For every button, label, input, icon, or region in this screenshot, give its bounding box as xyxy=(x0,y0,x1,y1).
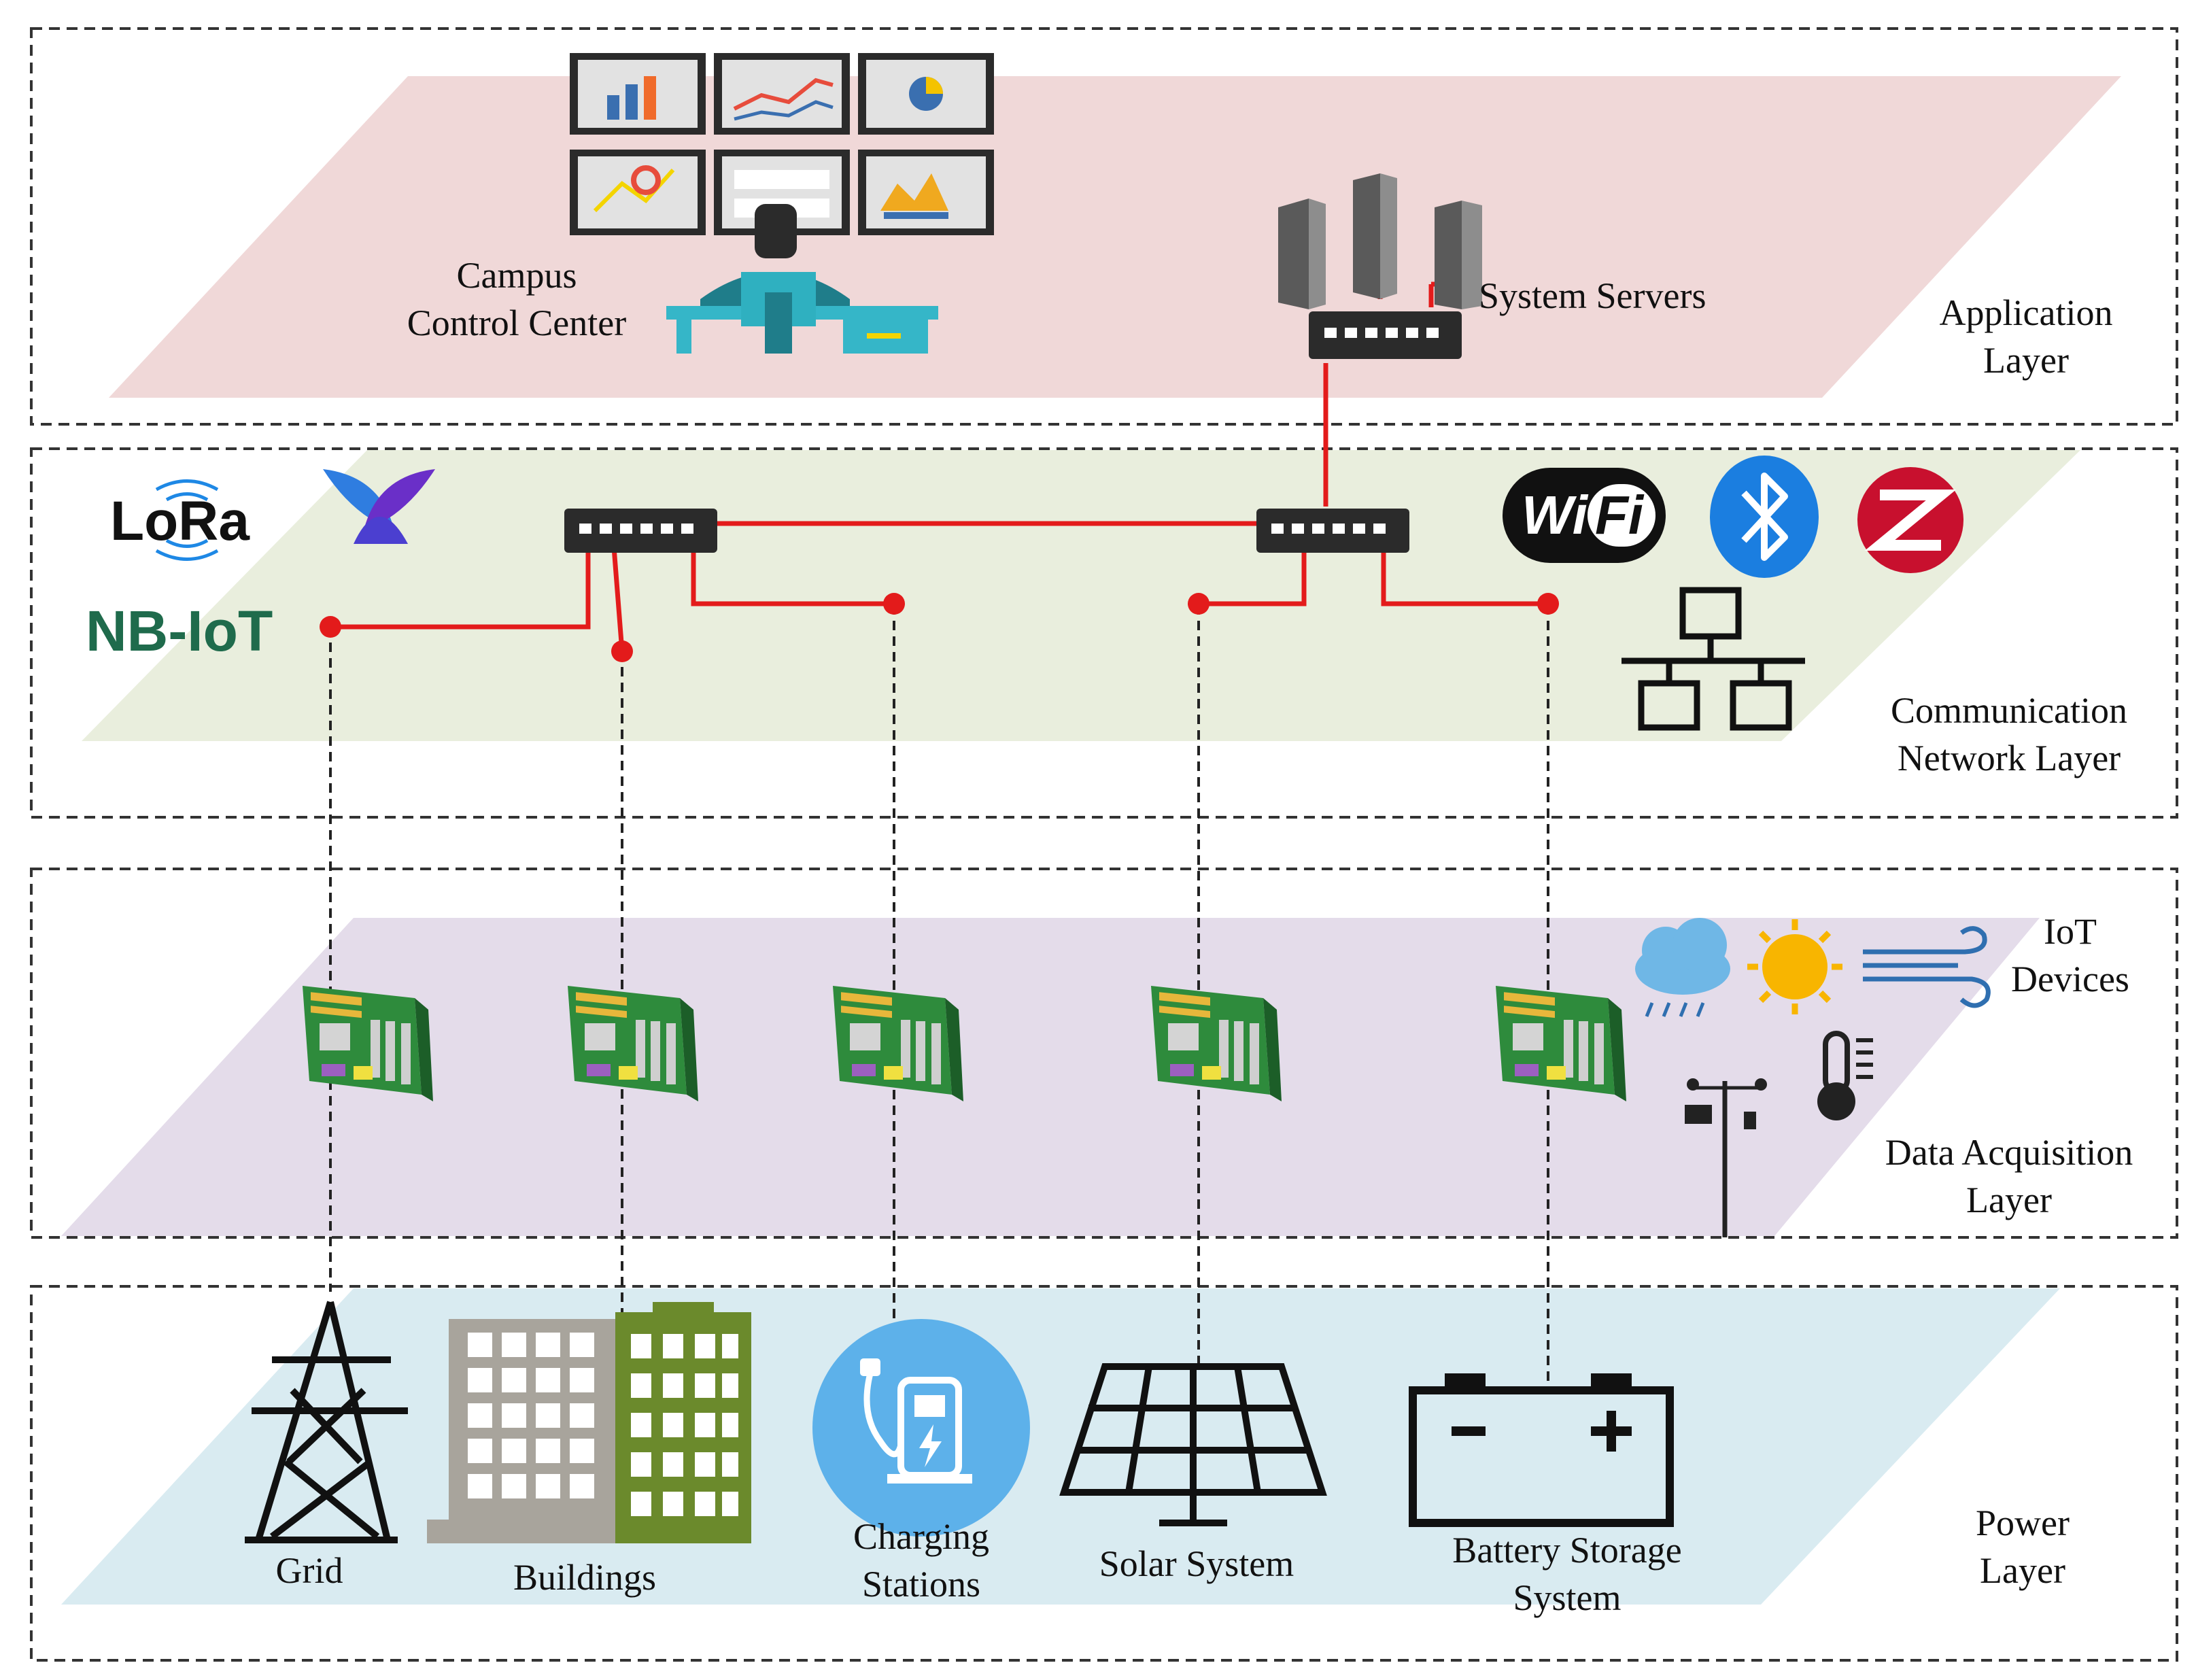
right-switch xyxy=(1256,509,1409,553)
weather-station-icon xyxy=(1685,1078,1767,1237)
wifi-logo-right-text: Fi xyxy=(1595,485,1644,545)
buildings-label: Buildings xyxy=(513,1557,657,1598)
zigbee-icon xyxy=(1857,467,1963,573)
left-switch xyxy=(564,509,717,553)
monitor-wall xyxy=(570,53,994,235)
sun-icon xyxy=(1747,919,1842,1014)
power-layer-box xyxy=(30,1285,2178,1662)
application-layer-label: Application Layer xyxy=(1939,292,2113,381)
application-layer-box xyxy=(30,27,2178,426)
grid-label: Grid xyxy=(275,1550,343,1591)
wifi-logo-icon xyxy=(1503,468,1666,563)
solar-system-label: Solar System xyxy=(1099,1543,1294,1584)
communication-layer-label: Communication Network Layer xyxy=(1891,690,2127,779)
thermometer-icon xyxy=(1817,1031,1873,1120)
acquisition-layer-box xyxy=(30,868,2178,1239)
acquisition-layer-label: Data Acquisition Layer xyxy=(1885,1132,2133,1221)
wind-icon xyxy=(1863,926,1991,1008)
application-plane xyxy=(109,76,2121,398)
battery-storage-label: Battery Storage System xyxy=(1452,1530,1682,1619)
battery-icon xyxy=(1409,1373,1674,1527)
charging-station-icon xyxy=(812,1319,1030,1537)
lora-logo-text: LoRa xyxy=(110,490,250,552)
wifi-logo-left-text: Wi xyxy=(1522,485,1588,545)
operator-icon xyxy=(666,204,938,354)
communication-layer-box xyxy=(30,447,2178,819)
building-green-icon xyxy=(615,1302,751,1543)
rain-cloud-icon xyxy=(1635,918,1730,1017)
iot-devices-label: IoT Devices xyxy=(2011,911,2129,1000)
lora-signal-icon xyxy=(155,479,219,561)
system-servers-label: System Servers xyxy=(1479,275,1706,316)
ethernet-network-icon xyxy=(1622,587,1805,731)
solar-panel-icon xyxy=(1059,1363,1327,1526)
butterfly-logo-icon xyxy=(323,469,435,544)
bluetooth-icon xyxy=(1710,456,1819,578)
control-center-label: Campus Control Center xyxy=(407,255,627,344)
server-rack-icons xyxy=(1278,173,1482,309)
grid-tower-icon xyxy=(245,1301,408,1543)
power-layer-label: Power Layer xyxy=(1976,1503,2070,1592)
charging-stations-label: Charging Stations xyxy=(853,1516,989,1605)
nbiot-logo-text: NB-IoT xyxy=(86,599,273,663)
core-switch xyxy=(1309,311,1462,359)
building-gray-icon xyxy=(427,1319,628,1543)
